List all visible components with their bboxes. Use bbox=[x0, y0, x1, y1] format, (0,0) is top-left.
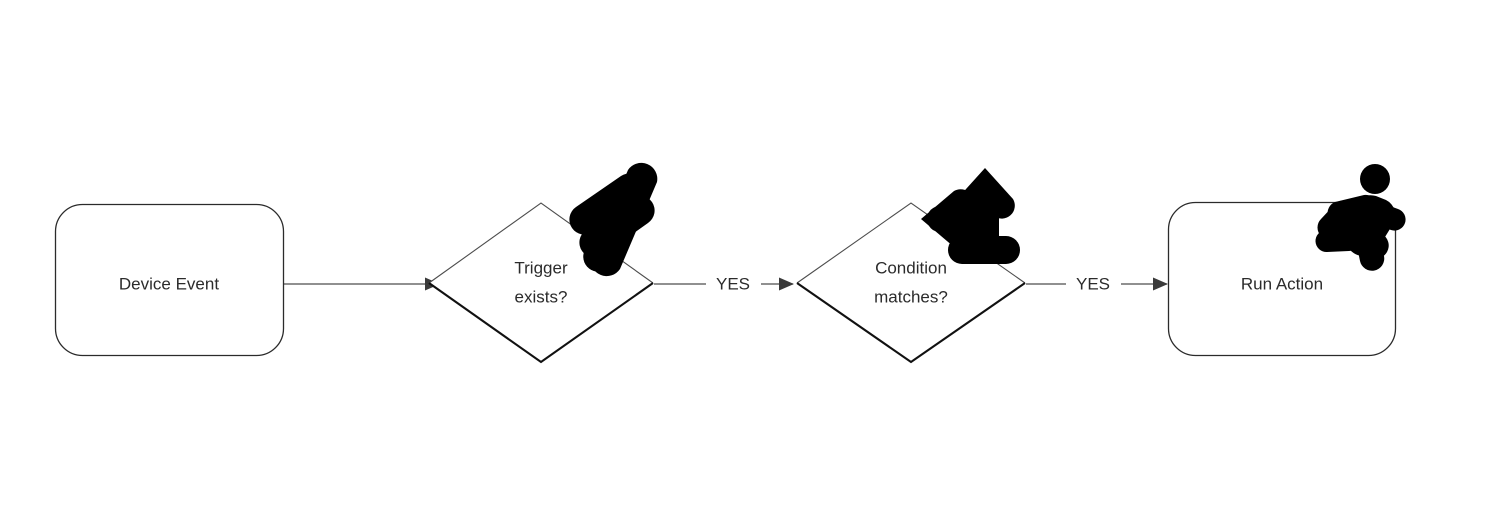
trigger-diamond-bottom-edges bbox=[428, 282, 654, 364]
trigger-label-line1: Trigger bbox=[514, 258, 568, 277]
branch-arrow-icon bbox=[921, 168, 1020, 264]
branch-arrow-left-head bbox=[921, 189, 974, 249]
running-person-icon bbox=[1315, 164, 1406, 271]
edge-2-arrowhead bbox=[779, 277, 794, 291]
running-person-rear-leg bbox=[1317, 200, 1356, 240]
edge-label-yes-1: YES bbox=[716, 274, 750, 293]
device-event-shape[interactable] bbox=[54, 203, 285, 357]
running-person-front-arm bbox=[1361, 200, 1406, 231]
edge-device-event-to-trigger bbox=[284, 277, 440, 291]
running-person-motion-wedge bbox=[1344, 224, 1356, 239]
edge-3-arrowhead bbox=[1153, 277, 1168, 291]
condition-label-line2: matches? bbox=[874, 287, 948, 306]
run-action-label: Run Action bbox=[1241, 274, 1323, 293]
edge-trigger-to-condition: YES bbox=[654, 274, 794, 293]
edge-condition-to-run-action: YES bbox=[1026, 274, 1168, 293]
node-trigger-exists[interactable]: Trigger exists? bbox=[428, 202, 654, 364]
node-device-event[interactable]: Device Event bbox=[54, 203, 285, 357]
device-event-label: Device Event bbox=[119, 274, 219, 293]
condition-diamond-bottom-edges bbox=[796, 282, 1026, 364]
edge-label-yes-2: YES bbox=[1076, 274, 1110, 293]
trigger-label-line2: exists? bbox=[515, 287, 568, 306]
lightning-bolt-tail bbox=[583, 190, 642, 272]
node-condition-matches[interactable]: Condition matches? bbox=[796, 202, 1026, 364]
condition-label-line1: Condition bbox=[875, 258, 947, 277]
running-person-front-shin bbox=[1355, 226, 1385, 271]
lightning-bolt-icon bbox=[569, 162, 658, 277]
running-person-head bbox=[1360, 164, 1390, 194]
